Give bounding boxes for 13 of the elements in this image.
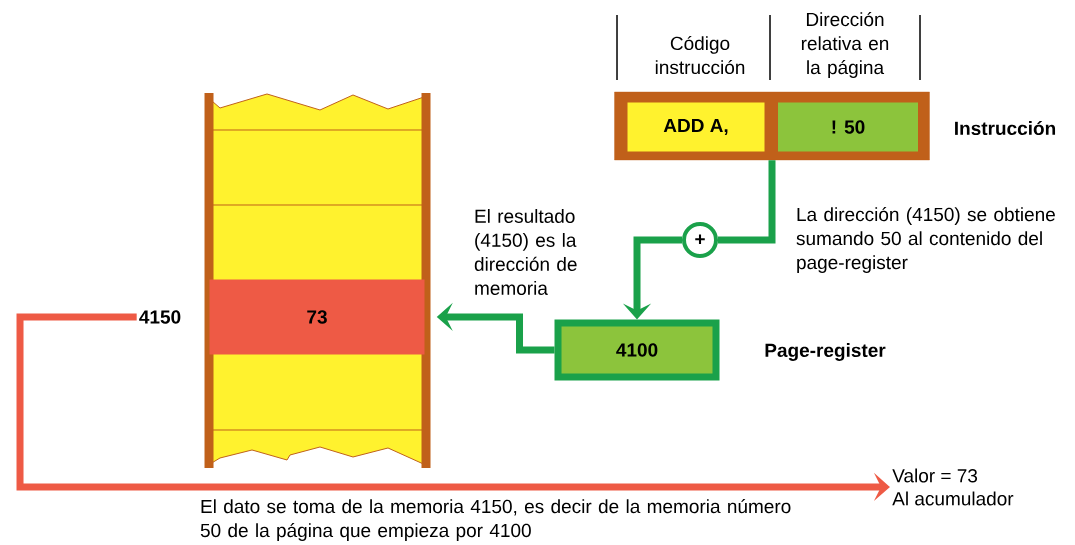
address-text: 4150: [139, 310, 181, 324]
caption-text: El dato se toma de la memoria 4150, es decir de la memoria número 50 de la página que empieza por 4100: [200, 499, 791, 541]
annotation-text: El resultado (4150) es la dirección de memoria: [474, 209, 577, 295]
address-cell: ! 50: [778, 102, 918, 152]
opcode-cell: ADD A,: [627, 102, 765, 152]
column-header: Código instrucción: [655, 35, 745, 75]
column-header: Dirección relativa en la página: [801, 12, 889, 78]
result-text: Valor = 73 Al acumulador: [892, 468, 1014, 506]
register-name: Instrucción: [955, 120, 1056, 136]
register-box: 4100: [554, 319, 720, 381]
memory-cell: 73: [209, 279, 425, 355]
register-name: Page-register: [765, 343, 886, 361]
annotation-text: La dirección (4150) se obtiene sumando 50 al contenido del page-register: [796, 207, 1055, 273]
